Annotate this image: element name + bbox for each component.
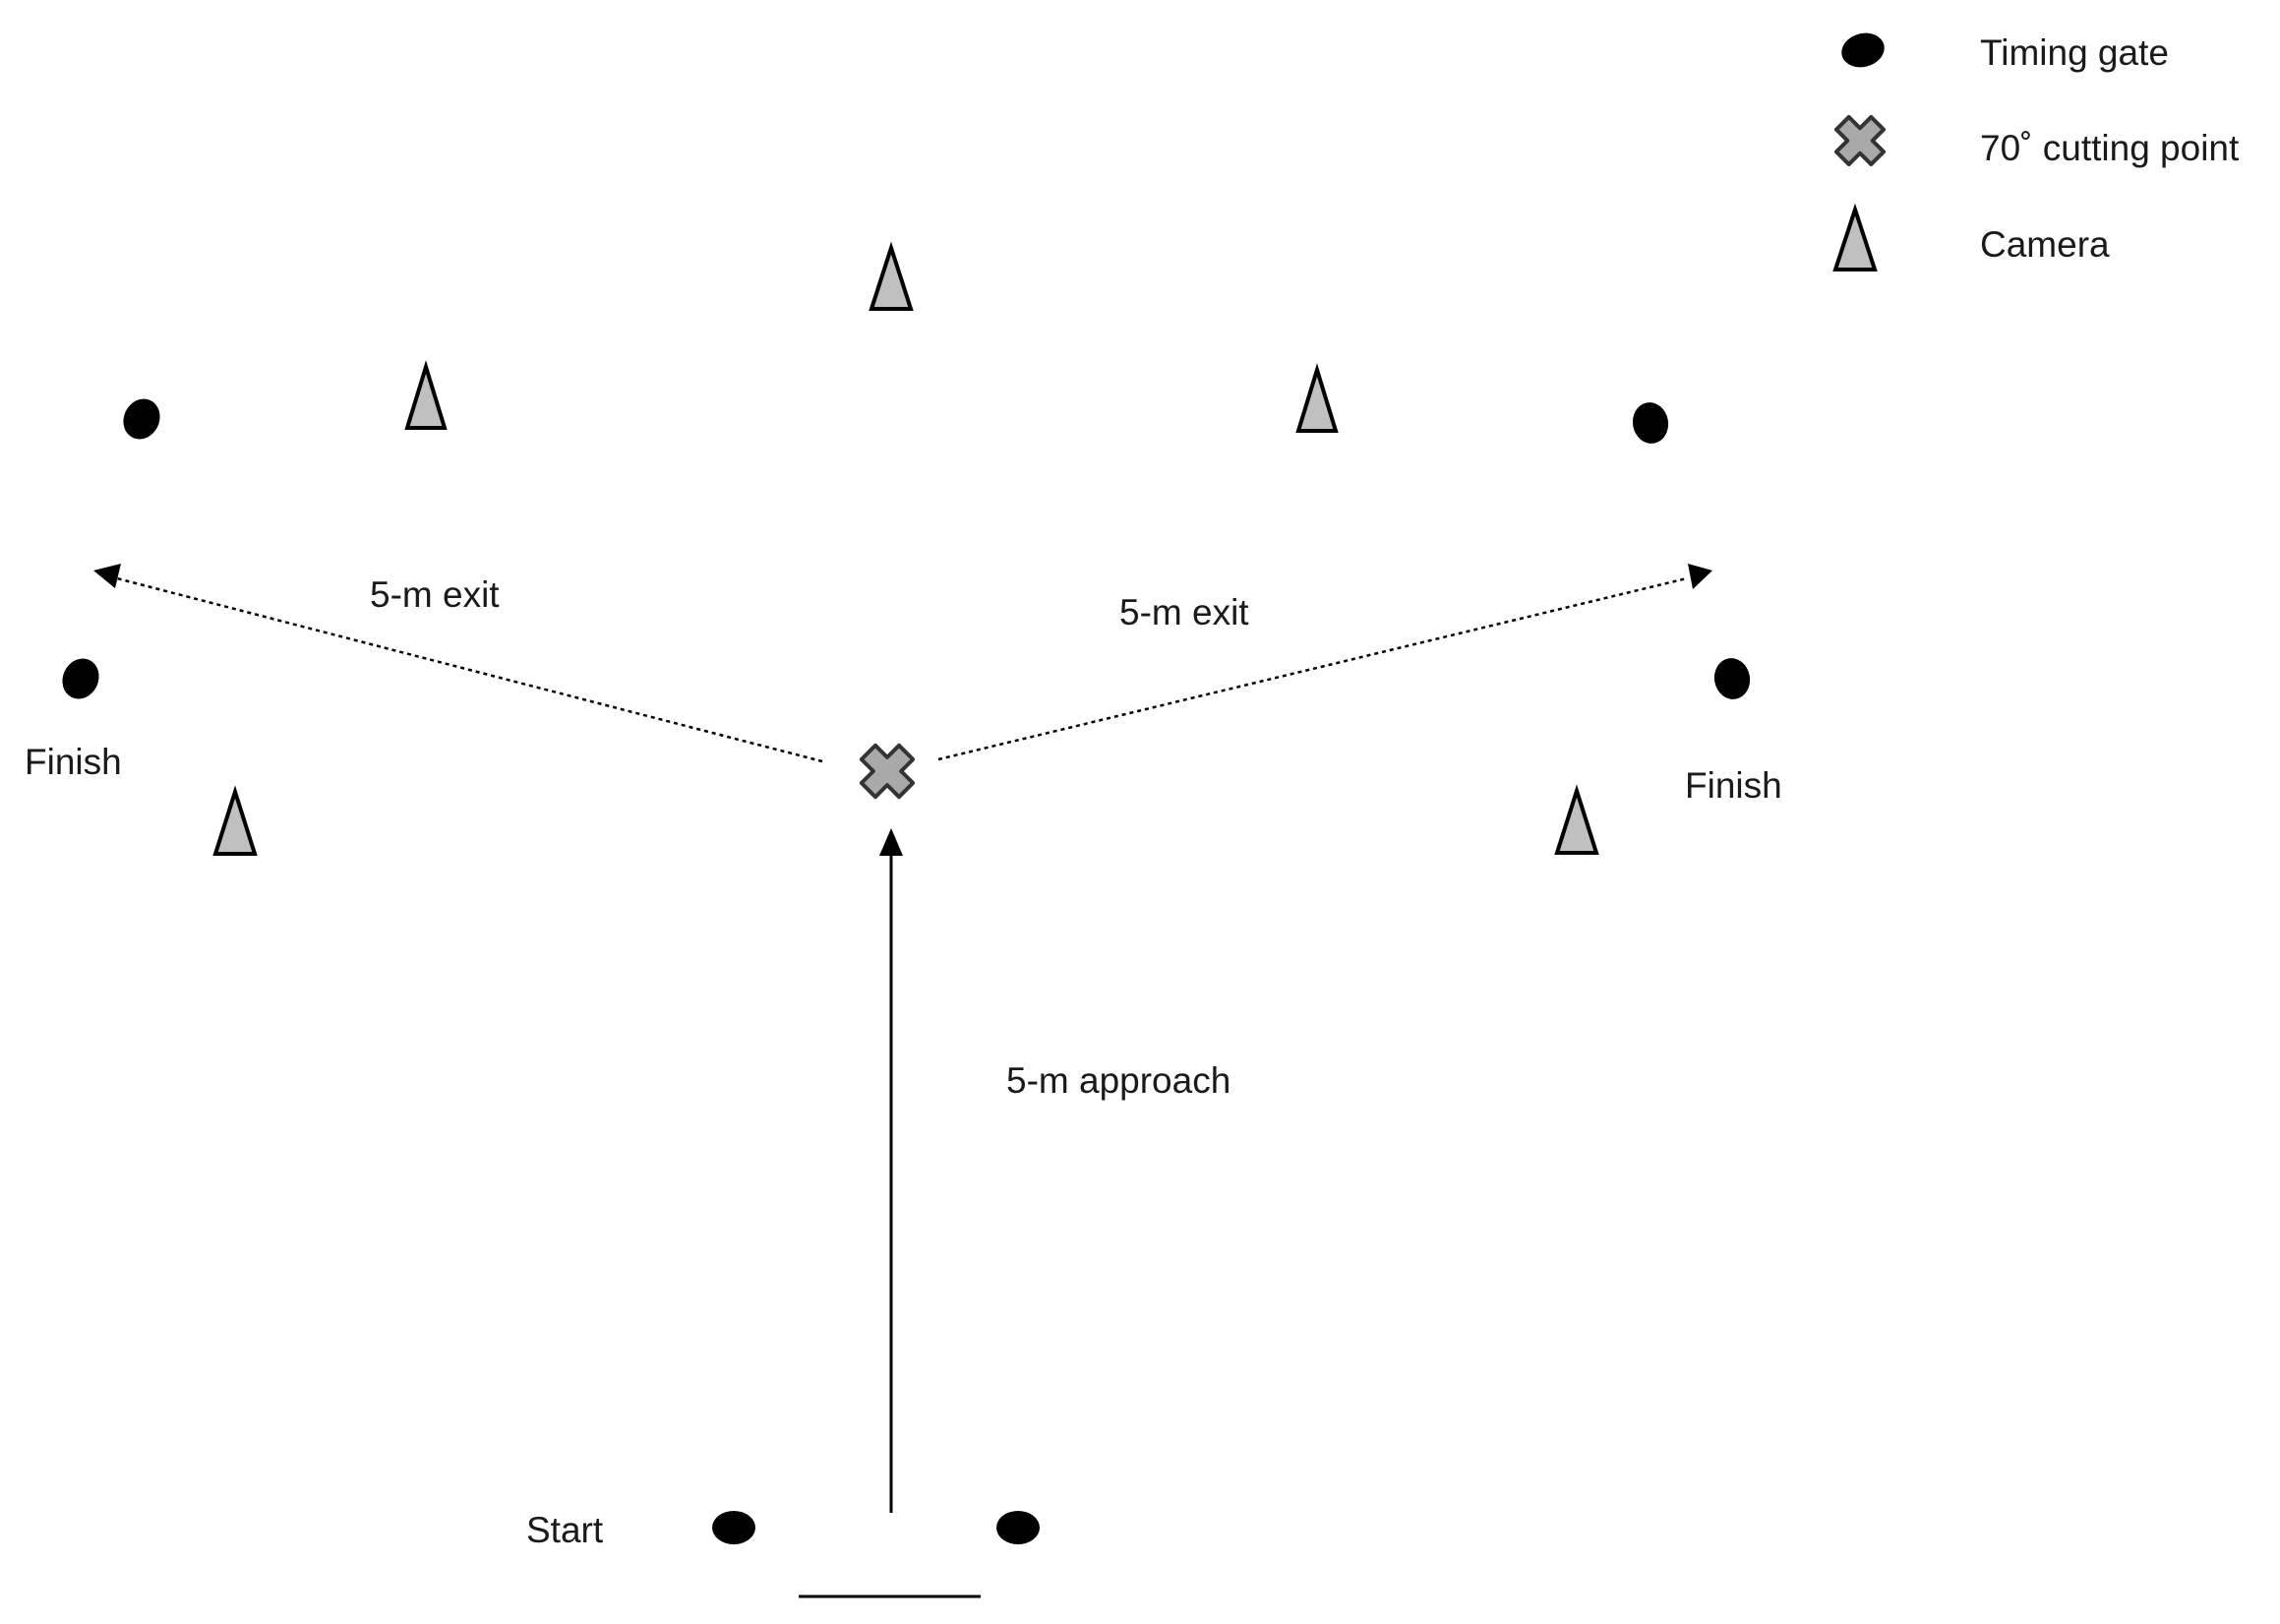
camera-icon (869, 241, 914, 311)
legend-camera-label: Camera (1980, 224, 2110, 265)
timing-gate-icon (712, 1511, 755, 1544)
legend-camera-icon (1832, 203, 1878, 271)
timing-gate-icon (1713, 658, 1751, 699)
timing-gate-icon (996, 1511, 1040, 1544)
approach-arrow (879, 828, 903, 1513)
finish-left-label: Finish (25, 742, 122, 782)
approach-label: 5-m approach (1006, 1060, 1230, 1101)
start-label: Start (526, 1510, 604, 1550)
exit-arrow-right (937, 564, 1712, 761)
exit-left-arrowhead (93, 564, 121, 588)
timing-gate-icon (123, 398, 160, 440)
legend-cutting-point-icon (1833, 114, 1887, 167)
cameras (212, 241, 1599, 856)
timing-gate-icon (62, 658, 99, 699)
camera-icon (212, 785, 258, 856)
cutting-point-icon (859, 743, 916, 800)
finish-right-label: Finish (1685, 765, 1782, 806)
camera-icon (1295, 363, 1339, 433)
camera-icon (404, 360, 448, 430)
legend-timing-gate-icon (1841, 32, 1885, 68)
exit-left-label: 5-m exit (370, 574, 500, 615)
exit-right-label: 5-m exit (1119, 592, 1249, 632)
approach-arrowhead (879, 828, 903, 856)
legend-timing-gate-label: Timing gate (1980, 32, 2169, 73)
legend-cutting-point-label: 70˚ cutting point (1980, 128, 2240, 168)
exit-arrow-left (93, 564, 823, 763)
camera-icon (1554, 784, 1599, 855)
timing-gates (62, 398, 1751, 1544)
exit-right-arrowhead (1688, 564, 1712, 589)
timing-gate-icon (1632, 402, 1669, 444)
legend: Timing gate 70˚ cutting point Camera (1832, 32, 2240, 271)
